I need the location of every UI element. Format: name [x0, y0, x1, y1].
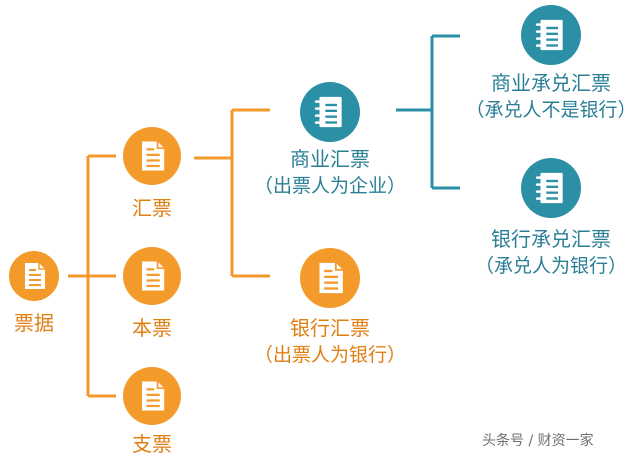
node-check-label: 支票	[132, 432, 172, 456]
node-commercial-acceptance-sub: （承兑人不是银行）	[465, 99, 636, 121]
node-bank-draft: 银行汇票 （出票人为银行）	[254, 248, 406, 366]
node-bill-label: 票据	[14, 311, 54, 335]
node-commercial-draft-sub: （出票人为企业）	[254, 175, 406, 197]
connector-lines-teal	[396, 34, 460, 190]
node-bill: 票据	[9, 251, 59, 335]
node-check: 支票	[123, 367, 181, 456]
node-bank-draft-label: 银行汇票	[290, 316, 370, 340]
watermark: 头条号 / 财资一家	[482, 433, 594, 449]
node-bank-acceptance: 银行承兑汇票 （承兑人为银行）	[475, 158, 627, 277]
node-bank-acceptance-sub: （承兑人为银行）	[475, 255, 627, 277]
node-commercial-draft: 商业汇票 （出票人为企业）	[254, 82, 406, 197]
node-promissory-label: 本票	[132, 316, 172, 340]
node-commercial-acceptance-label: 商业承兑汇票	[491, 71, 611, 95]
node-draft: 汇票	[123, 127, 181, 220]
document-icon	[141, 380, 166, 412]
document-icon	[141, 260, 166, 292]
document-icon	[141, 140, 166, 172]
node-commercial-draft-label: 商业汇票	[290, 147, 370, 171]
node-bank-draft-sub: （出票人为银行）	[254, 344, 406, 366]
connector-lines-orange	[68, 108, 270, 398]
node-draft-label: 汇票	[132, 196, 172, 220]
node-promissory: 本票	[123, 247, 181, 340]
node-bank-acceptance-label: 银行承兑汇票	[491, 227, 611, 251]
node-commercial-acceptance: 商业承兑汇票 （承兑人不是银行）	[465, 5, 637, 121]
document-icon	[318, 261, 344, 295]
document-icon	[24, 262, 46, 290]
